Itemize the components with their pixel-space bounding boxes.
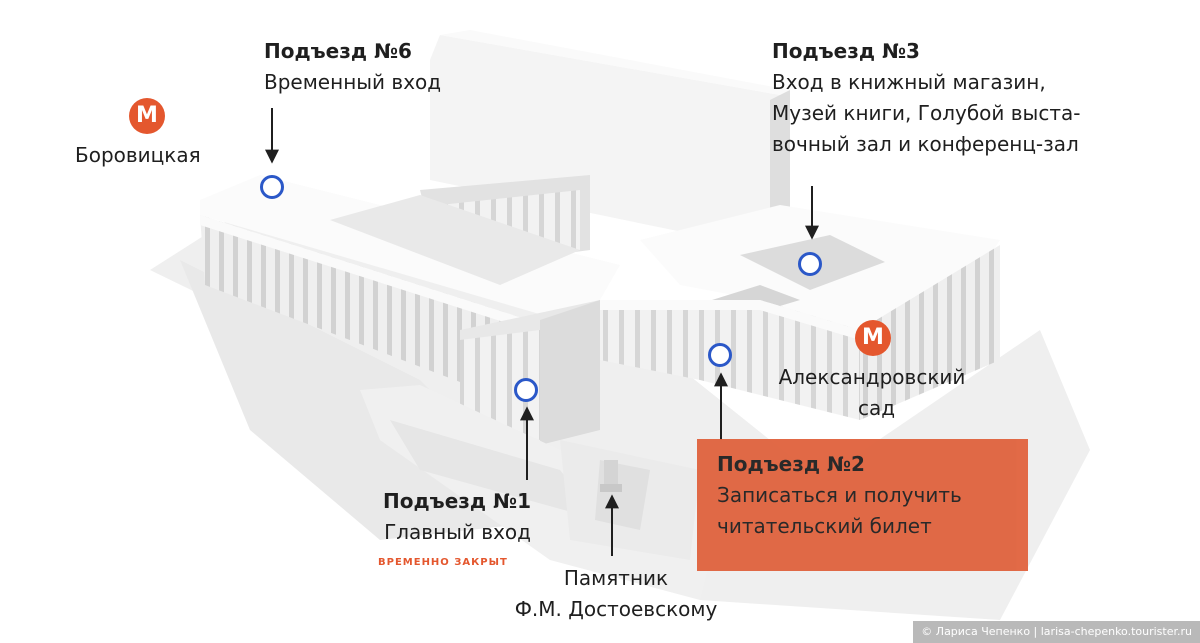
entrance-6-marker-icon	[260, 175, 284, 199]
metro-alexandrovsky-label: Александровский сад	[762, 362, 982, 424]
entrance-3-label: Подъезд №3 Вход в книжный магазин, Музей…	[772, 36, 1080, 160]
entrance-2-line-2: читательский билет	[717, 514, 932, 538]
entrance-3-line-2: Музей книги, Голубой выста-	[772, 101, 1081, 125]
metro-alexandrovsky-line-2: сад	[858, 396, 896, 420]
metro-borovitskaya-label: Боровицкая	[75, 143, 201, 167]
entrance-3-title: Подъезд №3	[772, 39, 920, 63]
entrance-3-marker-icon	[798, 252, 822, 276]
entrance-1-marker-icon	[514, 378, 538, 402]
entrance-2-label: Подъезд №2 Записаться и получить читател…	[717, 449, 962, 542]
monument-line-2: Ф.М. Достоевскому	[514, 597, 718, 621]
entrance-1-line-1: Главный вход	[384, 520, 531, 544]
metro-logo-icon: М	[129, 98, 165, 134]
entrance-1-title: Подъезд №1	[383, 489, 531, 513]
entrance-2-line-1: Записаться и получить	[717, 483, 962, 507]
entrance-3-line-1: Вход в книжный магазин,	[772, 70, 1046, 94]
metro-logo-icon: М	[855, 320, 891, 356]
entrance-1-closed-note: ВРЕМЕННО ЗАКРЫТ	[378, 557, 508, 568]
entrance-6-line-1: Временный вход	[264, 70, 442, 94]
entrance-1-label: Подъезд №1 Главный вход	[366, 486, 531, 548]
metro-alexandrovsky-line-1: Александровский	[778, 365, 966, 389]
entrance-2-callout: Подъезд №2 Записаться и получить читател…	[697, 439, 1028, 571]
entrance-3-line-3: вочный зал и конференц-зал	[772, 132, 1079, 156]
entrance-2-title: Подъезд №2	[717, 452, 865, 476]
monument-line-1: Памятник	[563, 566, 669, 590]
monument-label: Памятник Ф.М. Достоевскому	[496, 563, 736, 625]
credit-footer: © Лариса Чепенко | larisa-chepenko.touri…	[913, 621, 1200, 643]
entrance-6-label: Подъезд №6 Временный вход	[264, 36, 441, 98]
entrance-2-marker-icon	[708, 343, 732, 367]
entrance-6-title: Подъезд №6	[264, 39, 412, 63]
